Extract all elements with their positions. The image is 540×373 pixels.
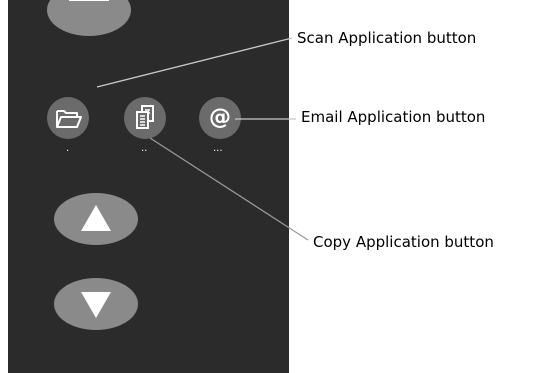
copy-application-button[interactable] — [124, 97, 166, 139]
email-callout-label: Email Application button — [301, 108, 486, 126]
copy-indicator: .. — [141, 143, 148, 154]
email-indicator: ... — [213, 143, 223, 154]
arrow-down-icon — [81, 292, 111, 318]
folder-open-icon — [56, 110, 82, 128]
scan-indicator: . — [66, 143, 70, 154]
copy-leader-line — [149, 137, 309, 241]
control-panel: . .. @ ... — [8, 0, 289, 373]
arrow-up-button[interactable] — [54, 193, 138, 245]
copy-documents-icon — [136, 105, 154, 129]
at-sign-icon: @ — [209, 105, 231, 130]
email-application-button[interactable]: @ — [199, 97, 241, 139]
scan-callout-label: Scan Application button — [297, 29, 477, 47]
copy-callout-label: Copy Application button — [313, 233, 494, 251]
arrow-down-button[interactable] — [54, 278, 138, 330]
scan-leader-line — [96, 37, 293, 88]
scan-application-button[interactable] — [47, 97, 89, 139]
menu-bar-icon — [69, 0, 109, 1]
arrow-up-icon — [81, 205, 111, 231]
